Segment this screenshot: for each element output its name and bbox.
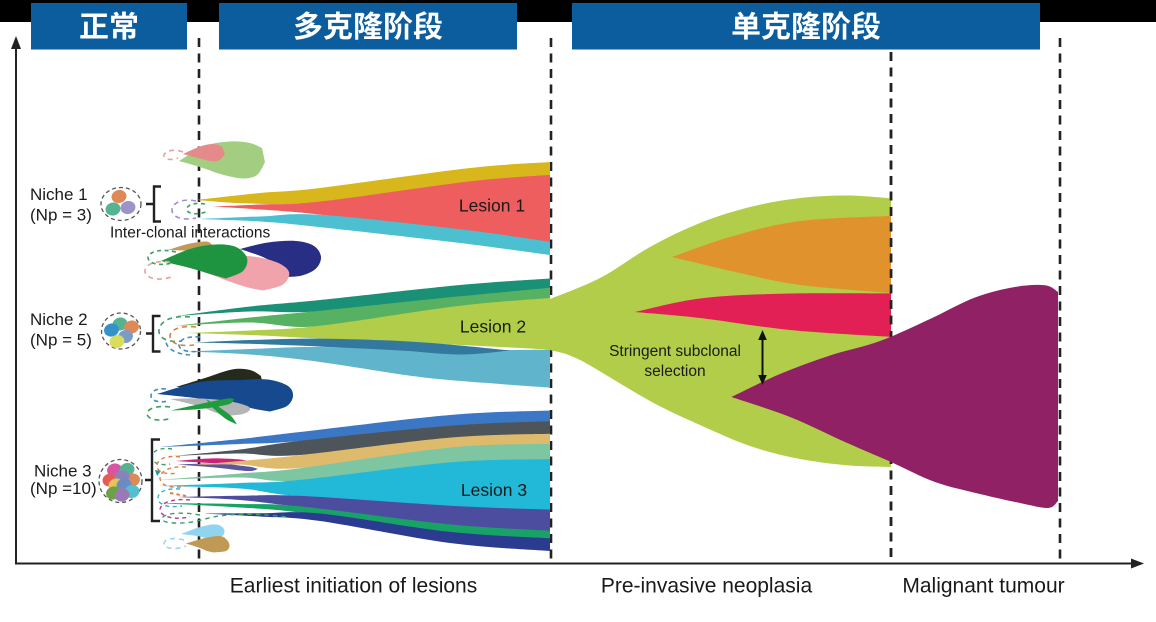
svg-text:(Np =10): (Np =10): [30, 479, 97, 498]
svg-text:selection: selection: [644, 363, 705, 380]
svg-text:Stringent subclonal: Stringent subclonal: [609, 343, 741, 360]
svg-text:Niche 2: Niche 2: [30, 310, 88, 329]
svg-text:Niche 3: Niche 3: [34, 462, 92, 481]
svg-text:Inter-clonal interactions: Inter-clonal interactions: [110, 225, 270, 242]
svg-text:Earliest initiation of lesions: Earliest initiation of lesions: [230, 575, 477, 598]
svg-text:(Np = 5): (Np = 5): [30, 331, 92, 350]
svg-text:Niche 1: Niche 1: [30, 185, 88, 204]
svg-text:Pre-invasive neoplasia: Pre-invasive neoplasia: [601, 575, 813, 598]
svg-text:Malignant tumour: Malignant tumour: [902, 575, 1064, 598]
svg-text:Lesion 1: Lesion 1: [459, 196, 525, 216]
svg-text:Lesion 3: Lesion 3: [461, 480, 527, 500]
svg-text:(Np = 3): (Np = 3): [30, 206, 92, 225]
svg-text:Lesion 2: Lesion 2: [460, 317, 526, 337]
